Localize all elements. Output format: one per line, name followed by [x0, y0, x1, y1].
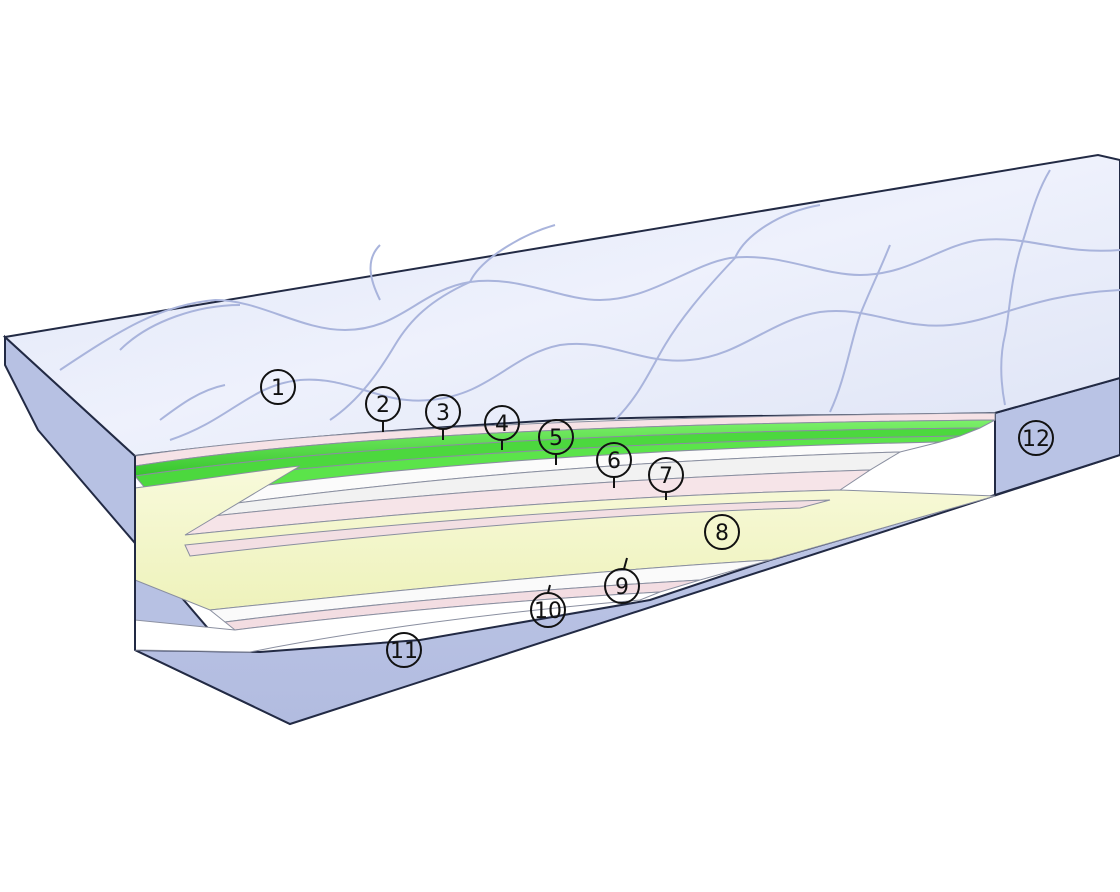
callout-circle — [604, 568, 640, 604]
layer-8-pink-band — [184, 499, 831, 557]
callout-number: 8 — [715, 521, 729, 546]
callout-number: 11 — [390, 639, 418, 664]
callout-number: 1 — [271, 376, 285, 401]
callout-circle — [386, 632, 422, 668]
callout-8: 8 — [704, 514, 740, 550]
callout-leader-line — [623, 557, 628, 570]
callout-leader-line — [547, 584, 551, 594]
callout-4: 4 — [484, 405, 520, 450]
callout-circle — [425, 394, 461, 430]
callout-circle — [484, 405, 520, 441]
callout-number: 7 — [659, 464, 673, 489]
callout-circle — [704, 514, 740, 550]
callout-5: 5 — [538, 419, 574, 465]
callout-circle — [596, 442, 632, 478]
callout-number: 10 — [534, 599, 562, 624]
callout-6: 6 — [596, 442, 632, 488]
callout-number: 12 — [1022, 427, 1050, 452]
callout-number: 9 — [615, 575, 629, 600]
quilt-stitching — [59, 169, 1120, 441]
callout-number: 3 — [436, 401, 450, 426]
callout-10: 10 — [530, 584, 566, 628]
callout-number: 6 — [607, 449, 621, 474]
callout-12: 12 — [1018, 420, 1054, 456]
callout-9: 9 — [604, 557, 640, 604]
callout-circle — [260, 369, 296, 405]
callout-circle — [530, 592, 566, 628]
cross-section-layers — [134, 412, 996, 653]
callout-number: 5 — [549, 426, 563, 451]
callout-circle — [365, 386, 401, 422]
callout-2: 2 — [365, 386, 401, 432]
layer-bottom-white — [134, 591, 661, 653]
callout-1: 1 — [260, 369, 296, 405]
callout-11: 11 — [386, 632, 422, 668]
callout-circle — [538, 419, 574, 455]
callout-3: 3 — [425, 394, 461, 440]
callout-number: 4 — [495, 412, 509, 437]
callout-7: 7 — [648, 457, 684, 500]
callout-circle — [648, 457, 684, 493]
callout-circle — [1018, 420, 1054, 456]
callout-number: 2 — [376, 393, 390, 418]
